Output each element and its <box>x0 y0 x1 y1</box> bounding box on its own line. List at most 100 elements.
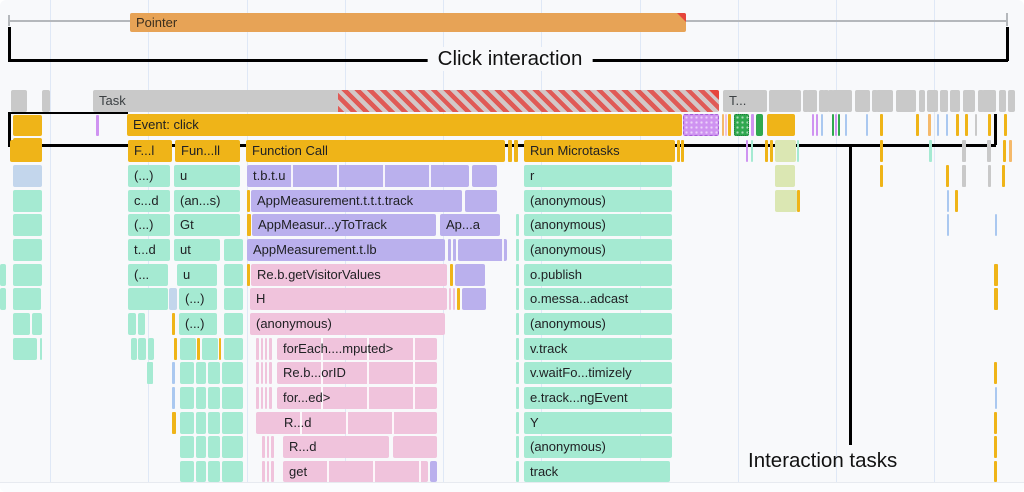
task-bar[interactable] <box>42 90 50 112</box>
flame-tick[interactable] <box>1009 140 1012 162</box>
flame-tick[interactable] <box>1002 165 1005 187</box>
task-bar[interactable] <box>927 90 938 112</box>
flame-entry[interactable] <box>0 288 6 310</box>
task-bar[interactable] <box>963 90 975 112</box>
flame-entry[interactable] <box>224 288 243 310</box>
flame-entry[interactable]: AppMeasur...yToTrack <box>252 214 436 236</box>
flame-entry[interactable] <box>148 338 154 360</box>
flame-tick[interactable] <box>988 165 991 187</box>
event-tick[interactable] <box>956 114 959 136</box>
flame-entry[interactable]: Re.b...orID <box>277 362 437 384</box>
flame-entry[interactable]: u <box>174 165 240 187</box>
flame-tick[interactable] <box>516 313 519 335</box>
flame-tick[interactable] <box>172 362 175 384</box>
flame-entry[interactable] <box>180 387 194 409</box>
task-bar[interactable] <box>11 90 27 112</box>
task-bar-truncated[interactable]: T... <box>723 90 767 112</box>
flame-entry[interactable]: Ap...a <box>440 214 500 236</box>
task-bar[interactable] <box>819 90 825 112</box>
flame-entry[interactable] <box>462 288 486 310</box>
event-click-bar[interactable]: Event: click <box>127 114 682 136</box>
flame-tick[interactable] <box>516 362 519 384</box>
task-bar[interactable] <box>896 90 916 112</box>
flame-tick[interactable] <box>174 338 177 360</box>
flame-entry[interactable] <box>222 436 243 458</box>
event-tick[interactable] <box>821 114 823 136</box>
flame-entry[interactable]: AppMeasurement.t.lb <box>247 239 445 261</box>
flame-entry[interactable]: track <box>524 461 670 482</box>
flame-tick[interactable] <box>955 190 958 212</box>
flame-entry[interactable] <box>180 436 194 458</box>
event-tick[interactable] <box>728 114 731 136</box>
flame-tick[interactable] <box>197 338 200 360</box>
flame-entry[interactable]: (anonymous) <box>524 313 672 335</box>
flame-tick[interactable] <box>247 264 250 286</box>
flame-entry[interactable] <box>458 239 507 261</box>
flame-entry[interactable] <box>13 288 41 310</box>
flame-entry[interactable]: F...l <box>128 140 172 162</box>
flame-tick[interactable] <box>262 461 265 482</box>
flame-entry[interactable]: o.publish <box>524 264 672 286</box>
flame-tick[interactable] <box>946 165 949 187</box>
flame-tick[interactable] <box>261 387 263 409</box>
flame-entry[interactable] <box>128 288 168 310</box>
flame-tick[interactable] <box>516 338 519 360</box>
flame-entry[interactable] <box>208 362 220 384</box>
flame-tick[interactable] <box>265 362 267 384</box>
flame-tick[interactable] <box>994 264 998 286</box>
task-bar[interactable] <box>828 90 834 112</box>
flame-entry[interactable] <box>13 190 42 212</box>
event-tick[interactable] <box>845 114 847 136</box>
event-yellow-block[interactable] <box>767 114 795 136</box>
task-bar[interactable] <box>807 90 817 112</box>
flame-tick[interactable] <box>450 264 453 286</box>
flame-entry[interactable] <box>208 436 220 458</box>
flame-entry[interactable]: Y <box>524 412 672 434</box>
flame-entry[interactable]: for...ed> <box>277 387 437 409</box>
flame-entry[interactable] <box>222 461 243 482</box>
flame-entry[interactable] <box>472 165 497 187</box>
flame-entry[interactable]: Fun...ll <box>175 140 240 162</box>
flame-tick[interactable] <box>267 461 269 482</box>
flame-tick[interactable] <box>962 165 966 187</box>
flame-entry[interactable] <box>202 338 218 360</box>
event-bar-fragment[interactable] <box>13 115 42 136</box>
flame-entry[interactable] <box>208 412 220 434</box>
flame-entry[interactable] <box>465 190 497 212</box>
flame-tick[interactable] <box>265 338 267 360</box>
task-bar[interactable] <box>872 90 878 112</box>
flame-entry[interactable] <box>196 362 206 384</box>
flame-tick[interactable] <box>453 288 455 310</box>
flame-entry[interactable]: (...) <box>128 165 170 187</box>
flame-tick[interactable] <box>271 436 274 458</box>
flame-entry[interactable]: e.track...ngEvent <box>524 387 672 409</box>
flame-entry[interactable] <box>180 362 194 384</box>
flame-tick[interactable] <box>677 140 680 162</box>
flame-entry[interactable] <box>180 461 194 482</box>
flame-entry[interactable] <box>775 190 797 212</box>
flame-entry[interactable]: (...) <box>179 288 217 310</box>
flame-entry[interactable]: R...d <box>256 412 437 434</box>
flame-tick[interactable] <box>453 239 456 261</box>
flame-entry[interactable]: get <box>283 461 428 482</box>
flame-entry-function-call[interactable]: Function Call <box>246 140 505 162</box>
flame-entry[interactable] <box>13 214 42 236</box>
flame-entry[interactable]: v.track <box>524 338 672 360</box>
event-tick[interactable] <box>835 114 837 136</box>
flame-entry[interactable] <box>13 239 42 261</box>
flame-entry[interactable] <box>224 239 243 261</box>
event-tick[interactable] <box>880 114 883 136</box>
task-bar[interactable] <box>999 90 1006 112</box>
flame-tick[interactable] <box>269 338 272 360</box>
flame-entry[interactable]: (anonymous) <box>524 239 672 261</box>
flame-tick[interactable] <box>261 362 263 384</box>
flame-tick[interactable] <box>262 436 265 458</box>
task-bar-main[interactable]: Task <box>93 90 719 112</box>
flame-entry[interactable] <box>775 140 796 162</box>
flame-entry[interactable] <box>222 387 243 409</box>
flame-tick[interactable] <box>746 140 748 162</box>
event-tick[interactable] <box>96 115 99 136</box>
flame-entry-run-microtasks[interactable]: Run Microtasks <box>524 140 675 162</box>
task-bar[interactable] <box>876 90 893 112</box>
flame-tick[interactable] <box>797 140 799 162</box>
